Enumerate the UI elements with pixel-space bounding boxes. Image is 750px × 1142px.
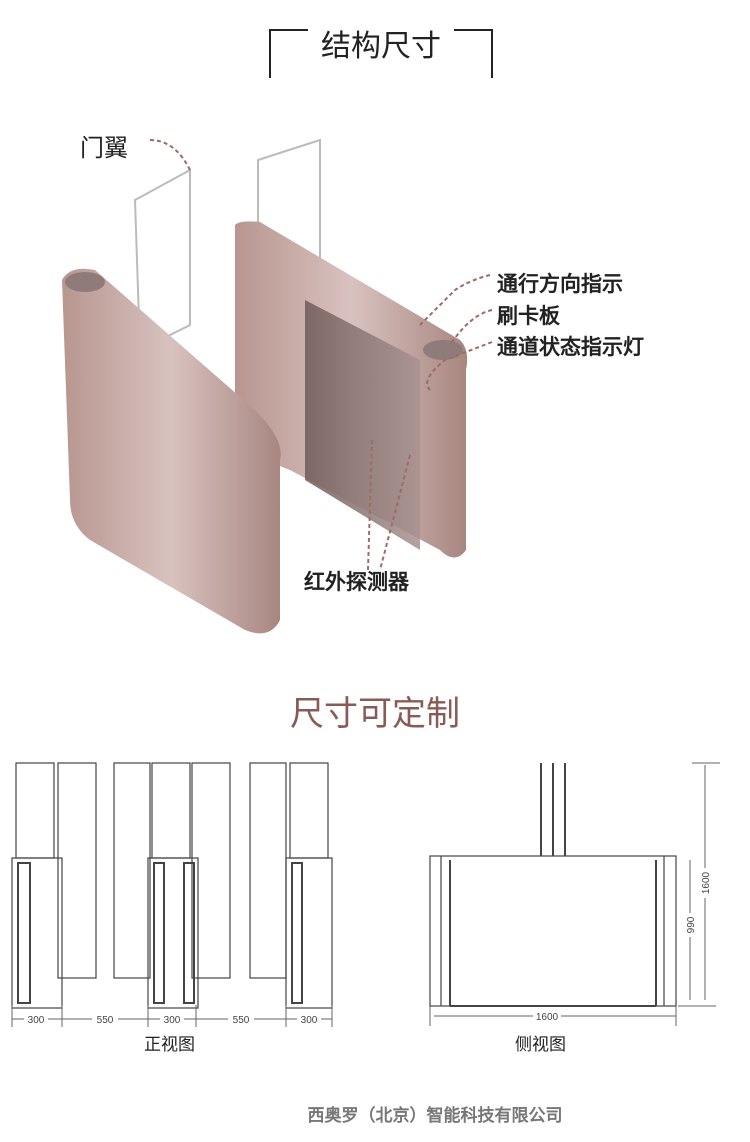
front-view-caption: 正视图 bbox=[144, 1035, 195, 1055]
dim-label: 300 bbox=[28, 1015, 45, 1026]
wing-leader bbox=[149, 139, 191, 171]
callout-infrared: 红外探测器 bbox=[304, 569, 409, 594]
light-leader bbox=[426, 341, 493, 391]
left-cabinet bbox=[62, 268, 281, 634]
card-reader-icon bbox=[65, 272, 105, 292]
right-cabinet-panel bbox=[305, 300, 420, 550]
callout-status-light: 通道状态指示灯 bbox=[497, 334, 644, 359]
side-body-height-label: 990 bbox=[686, 916, 697, 933]
callout-direction: 通行方向指示 bbox=[497, 271, 623, 296]
section-title: 结构尺寸 bbox=[268, 28, 494, 78]
front-view-drawing: 300 550 300 550 300 bbox=[11, 762, 333, 1027]
dim-label: 300 bbox=[301, 1015, 318, 1026]
company-name: 西奥罗（北京）智能科技有限公司 bbox=[307, 1106, 563, 1126]
dim-label: 550 bbox=[97, 1015, 114, 1026]
left-wing-glass bbox=[133, 168, 191, 352]
infrared-leader bbox=[367, 439, 373, 571]
callout-wing: 门翼 bbox=[80, 134, 128, 162]
title-text: 结构尺寸 bbox=[321, 29, 441, 64]
dim-label: 300 bbox=[164, 1015, 181, 1026]
turnstile-illustration bbox=[62, 138, 493, 634]
side-view-caption: 侧视图 bbox=[515, 1035, 566, 1055]
side-total-height-label: 1600 bbox=[701, 871, 712, 894]
side-view-drawing: 1600 990 1600 bbox=[429, 762, 720, 1026]
callout-card-board: 刷卡板 bbox=[497, 303, 560, 328]
direction-leader bbox=[419, 274, 491, 326]
card-leader bbox=[449, 309, 493, 346]
dim-label: 550 bbox=[233, 1015, 250, 1026]
side-width-label: 1600 bbox=[536, 1012, 559, 1023]
customizable-heading: 尺寸可定制 bbox=[290, 694, 460, 734]
title-bracket-frame bbox=[269, 29, 493, 78]
status-light-icon bbox=[423, 340, 463, 360]
